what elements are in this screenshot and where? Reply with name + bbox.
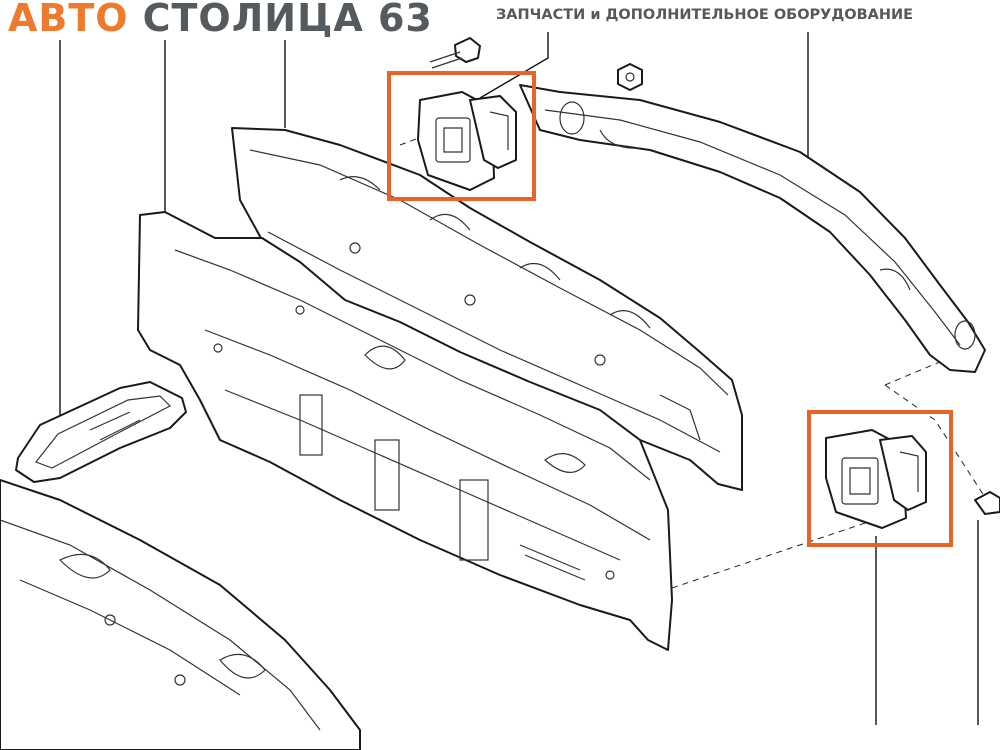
bolt [429,37,481,69]
nut [617,63,643,91]
main-rear-panel [137,211,673,651]
cross-member-arch [519,84,986,373]
logo-stolica-text: СТОЛИЦА 63 [142,0,433,40]
header: АВТО СТОЛИЦА 63 ЗАПЧАСТИ и ДОПОЛНИТЕЛЬНОЕ… [0,0,1000,40]
upper-clip [417,91,517,191]
lower-clip [825,429,927,529]
lower-clip-highlight [807,410,953,547]
tagline: ЗАПЧАСТИ и ДОПОЛНИТЕЛЬНОЕ ОБОРУДОВАНИЕ [496,7,914,23]
right-fastener [974,491,1000,515]
small-bracket [15,381,187,483]
leader-lines [59,32,979,725]
logo: АВТО СТОЛИЦА 63 [8,0,433,40]
upper-clip-highlight [387,71,536,201]
logo-avto-text: АВТО [8,0,129,40]
floor-section [0,479,361,750]
